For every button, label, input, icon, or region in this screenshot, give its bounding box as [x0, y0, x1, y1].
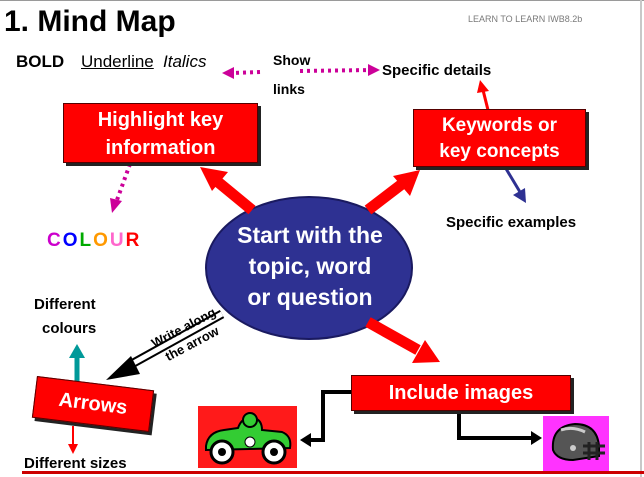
colour-letter: O — [93, 230, 110, 251]
arrow-to-different-sizes — [68, 426, 78, 454]
arrow-to-specific-examples — [503, 166, 526, 203]
central-topic-text: Start with the topic, word or question — [210, 220, 410, 313]
highlight-box-line2: information — [105, 137, 216, 159]
football-helmet-icon — [543, 416, 609, 472]
keywords-box-line2: key concepts — [439, 141, 560, 162]
highlight-key-information-box: Highlight key information — [63, 103, 258, 163]
arrow-to-different-colours — [69, 344, 85, 384]
underline-example: Underline — [81, 52, 154, 71]
center-line2: topic, word — [248, 253, 372, 279]
colour-letter: R — [125, 230, 142, 251]
arrow-to-specific-details — [477, 80, 490, 111]
show-links-label-line2: links — [273, 81, 305, 97]
specific-examples-label: Specific examples — [446, 214, 577, 231]
write-along-arrow — [106, 310, 225, 380]
colour-word: COLOUR — [47, 230, 141, 252]
arrow-to-highlight — [200, 167, 256, 215]
dotted-link-formatting — [231, 68, 373, 75]
right-border — [640, 0, 642, 477]
highlight-box-line1: Highlight key — [97, 109, 224, 131]
specific-details-label: Specific details — [382, 62, 492, 79]
different-sizes-label: Different sizes — [24, 455, 127, 472]
colour-letter: U — [109, 230, 126, 251]
dotted-link-colour — [115, 163, 132, 201]
keywords-box: Keywords or key concepts — [413, 109, 586, 167]
race-car-icon — [198, 406, 297, 468]
bottom-red-line — [22, 471, 644, 474]
different-colours-label-line1: Different — [34, 296, 96, 313]
connector-to-car — [308, 390, 351, 442]
colour-letter: O — [62, 230, 80, 251]
different-colours-label-line2: colours — [42, 320, 97, 337]
colour-letter: L — [79, 230, 94, 251]
keywords-box-line1: Keywords or — [441, 115, 558, 136]
arrow-to-keywords — [364, 170, 420, 215]
top-border — [0, 0, 644, 1]
page-title: 1. Mind Map — [4, 5, 176, 38]
connector-to-helmet — [457, 410, 533, 440]
arrow-to-images — [365, 317, 440, 363]
italics-example: Italics — [163, 52, 207, 71]
colour-letter: C — [47, 230, 63, 251]
center-line3: or question — [247, 284, 373, 310]
reference-label: LEARN TO LEARN IWB8.2b — [468, 14, 583, 24]
bold-example: BOLD — [16, 52, 65, 71]
show-links-label-line1: Show — [273, 52, 311, 68]
include-images-box: Include images — [351, 375, 571, 411]
center-line1: Start with the — [237, 222, 383, 248]
central-topic-ellipse — [205, 196, 413, 340]
